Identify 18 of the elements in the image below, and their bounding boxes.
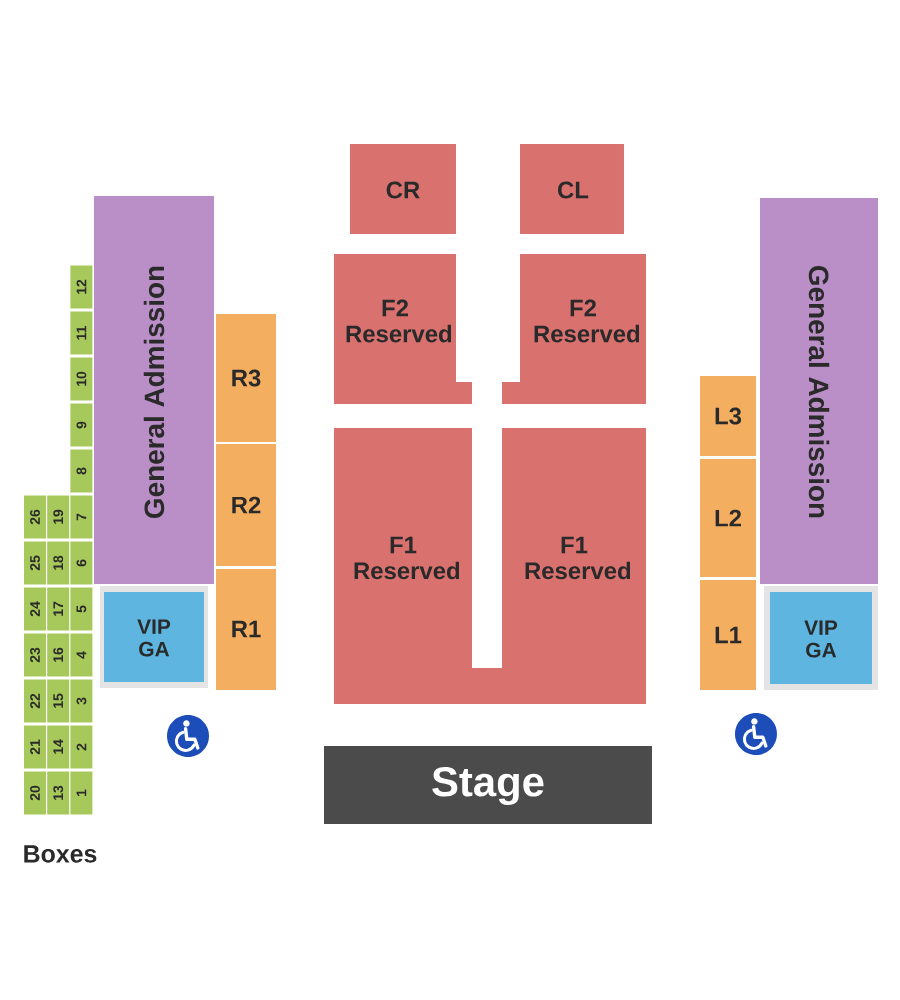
node-label: R2 bbox=[232, 496, 261, 514]
seating-section: CR bbox=[350, 144, 456, 234]
seating-section: L1 bbox=[700, 580, 756, 690]
node-label: R3 bbox=[232, 369, 261, 387]
seating-section: R3 bbox=[216, 314, 276, 442]
seating-section: L2 bbox=[700, 459, 756, 577]
seating-section: R2 bbox=[216, 444, 276, 566]
seating-section: General Admission bbox=[94, 196, 214, 584]
seating-section: F2 Reserved bbox=[502, 254, 646, 404]
seating-section: L3 bbox=[700, 376, 756, 456]
seating-section: CL bbox=[520, 144, 624, 234]
seating-section: VIP GA bbox=[764, 586, 878, 690]
seating-section: R1 bbox=[216, 569, 276, 690]
seating-section: VIP GA bbox=[100, 586, 208, 688]
seating-section: F1 Reserved bbox=[488, 428, 646, 704]
seating-section: General Admission bbox=[760, 198, 878, 584]
group-label: Boxes bbox=[24, 845, 97, 863]
stage-block: Stage bbox=[324, 746, 652, 824]
